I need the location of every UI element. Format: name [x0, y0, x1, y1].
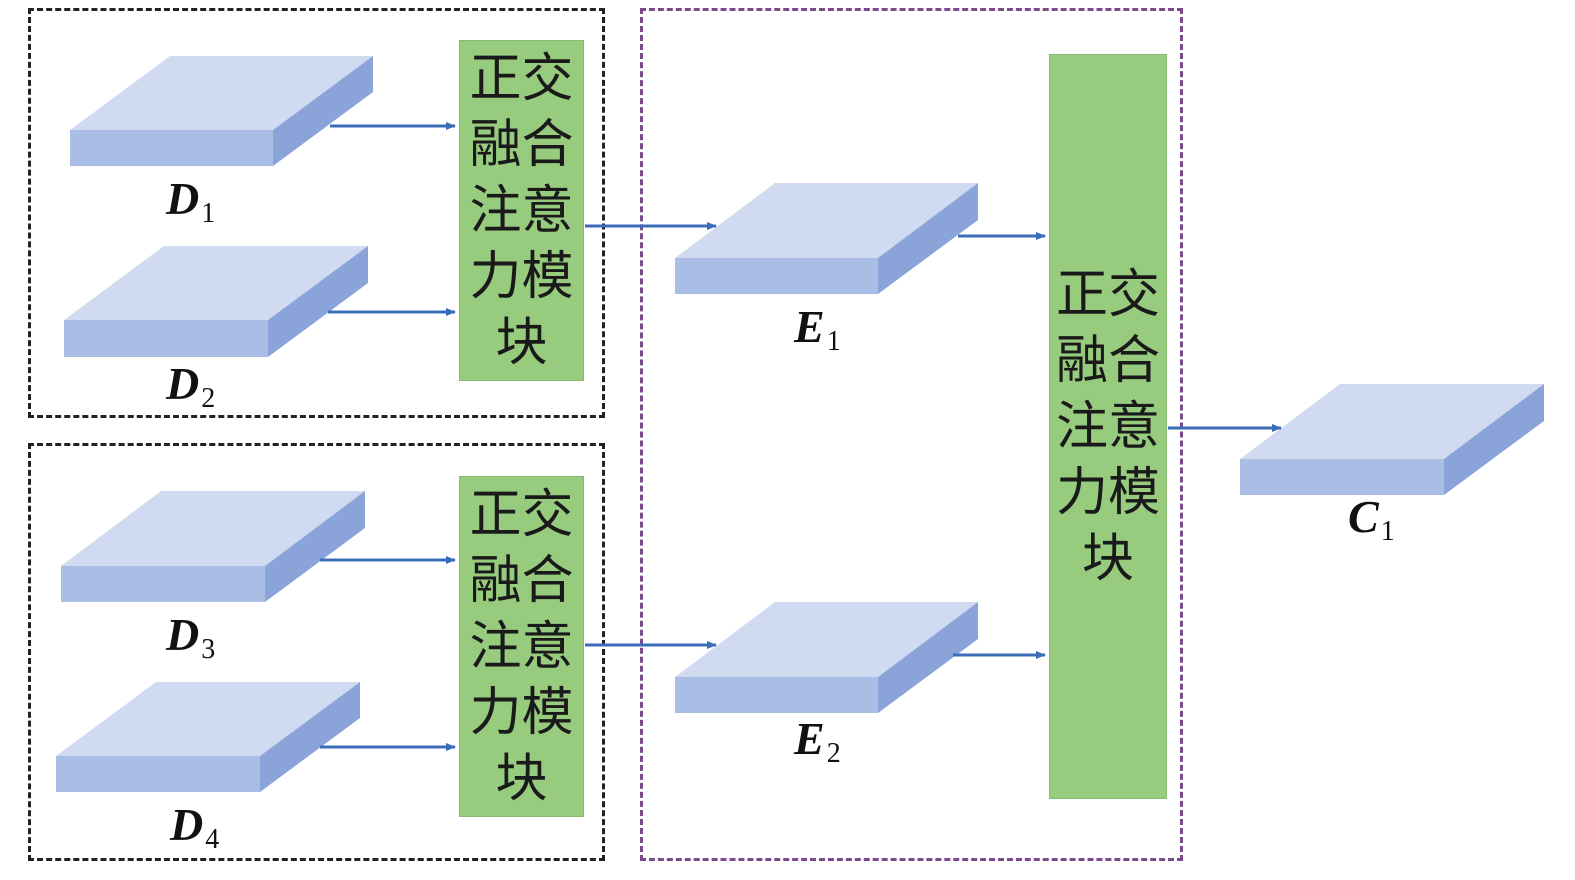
tile-d4-side — [260, 682, 360, 792]
group-frame-d3-d4 — [28, 443, 605, 861]
tile-c1-top — [1240, 384, 1544, 459]
group-frame-d1-d2 — [28, 8, 605, 418]
tile-e2 — [675, 602, 978, 713]
label-d2-letter: D — [166, 358, 200, 409]
tile-e2-front — [675, 677, 878, 713]
tile-c1-side — [1444, 384, 1544, 495]
tile-d2 — [64, 246, 368, 357]
tile-d3 — [61, 491, 365, 602]
module-1-line-2: 融合 — [469, 114, 574, 175]
group-frame-e — [640, 8, 1183, 861]
module-3-line-3: 注意 — [1055, 396, 1160, 457]
label-c1-letter: C — [1348, 491, 1379, 542]
module-1-line-3: 注意 — [469, 180, 574, 241]
label-e2-letter: E — [794, 713, 825, 764]
label-e1: E1 — [794, 300, 841, 358]
tile-d1 — [70, 56, 373, 166]
module-1-line-5: 块 — [495, 312, 548, 373]
module-3-line-2: 融合 — [1055, 330, 1160, 391]
module-3-line-4: 力模 — [1055, 462, 1160, 523]
label-d4-letter: D — [170, 799, 204, 850]
tile-e1 — [675, 183, 978, 294]
tile-d2-side — [268, 246, 368, 357]
label-d1-letter: D — [166, 173, 200, 224]
attention-module-1: 正交 融合 注意 力模 块 — [459, 40, 584, 381]
module-2-line-3: 注意 — [469, 616, 574, 677]
label-d4: D4 — [170, 798, 219, 856]
tile-d3-side — [265, 491, 365, 602]
module-1-line-1: 正交 — [469, 48, 574, 109]
label-e1-sub: 1 — [826, 326, 841, 357]
tile-d2-top — [64, 246, 368, 320]
label-d4-sub: 4 — [205, 824, 220, 855]
module-2-line-4: 力模 — [469, 682, 574, 743]
module-2-line-2: 融合 — [469, 550, 574, 611]
tile-d4-front — [56, 756, 260, 792]
tile-e1-top — [675, 183, 978, 258]
tile-d4-top — [56, 682, 360, 756]
tile-c1 — [1240, 384, 1544, 495]
module-3-line-5: 块 — [1081, 528, 1134, 589]
tile-e1-side — [878, 183, 978, 294]
attention-module-3: 正交 融合 注意 力模 块 — [1049, 54, 1167, 799]
tile-d3-front — [61, 566, 265, 602]
tile-d3-top — [61, 491, 365, 566]
label-e2: E2 — [794, 712, 841, 770]
tile-d1-top — [70, 56, 373, 130]
label-d1-sub: 1 — [201, 198, 216, 229]
tile-e2-side — [878, 602, 978, 713]
tile-e2-top — [675, 602, 978, 677]
module-2-line-1: 正交 — [469, 484, 574, 545]
tile-d4 — [56, 682, 360, 792]
label-d2-sub: 2 — [201, 383, 216, 414]
label-e1-letter: E — [794, 301, 825, 352]
label-c1-sub: 1 — [1380, 516, 1395, 547]
tile-d2-front — [64, 320, 268, 357]
module-3-line-1: 正交 — [1055, 264, 1160, 325]
attention-module-2: 正交 融合 注意 力模 块 — [459, 476, 584, 817]
label-d3: D3 — [166, 608, 215, 666]
label-d3-sub: 3 — [201, 634, 216, 665]
label-d3-letter: D — [166, 609, 200, 660]
module-2-line-5: 块 — [495, 748, 548, 809]
tile-d1-front — [70, 130, 273, 166]
tile-c1-front — [1240, 459, 1444, 495]
label-d2: D2 — [166, 357, 215, 415]
label-c1: C1 — [1348, 490, 1395, 548]
label-e2-sub: 2 — [826, 738, 841, 769]
module-1-line-4: 力模 — [469, 246, 574, 307]
label-d1: D1 — [166, 172, 215, 230]
tile-e1-front — [675, 258, 878, 294]
tile-d1-side — [273, 56, 373, 166]
